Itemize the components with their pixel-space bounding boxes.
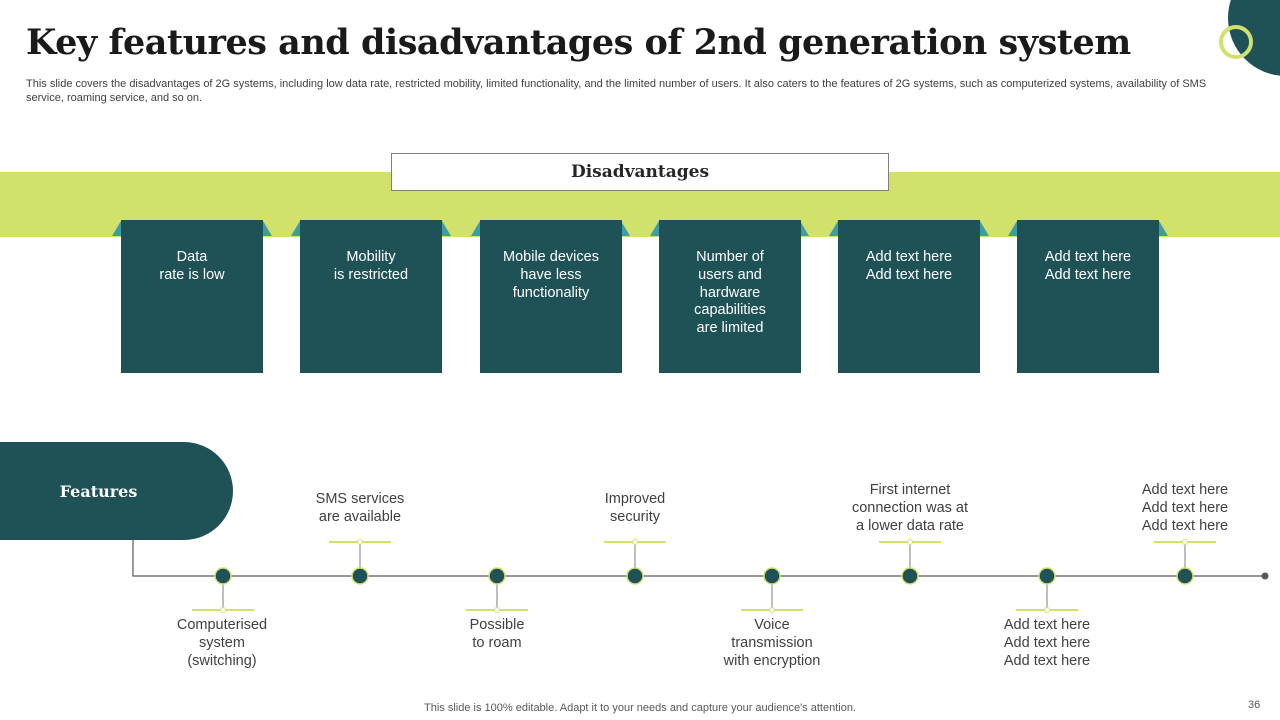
- disadvantage-box: Mobility is restricted: [300, 220, 442, 373]
- feature-label: Possible to roam: [469, 617, 525, 651]
- timeline-end-dot: [1261, 572, 1269, 580]
- timeline-node: [901, 567, 919, 585]
- box-fold: [829, 221, 838, 236]
- box-fold: [263, 221, 272, 236]
- disadvantage-box: Data rate is low: [121, 220, 263, 373]
- box-fold: [650, 221, 659, 236]
- timeline-node: [214, 567, 232, 585]
- page-title: Key features and disadvantages of 2nd ge…: [26, 22, 1131, 63]
- box-fold: [442, 221, 451, 236]
- disadvantage-box: Mobile devices have less functionality: [480, 220, 622, 373]
- timeline-tick-dot: [632, 539, 638, 545]
- box-fold: [980, 221, 989, 236]
- timeline-tick-dot: [1182, 539, 1188, 545]
- box-fold: [112, 221, 121, 236]
- timeline-node: [763, 567, 781, 585]
- box-fold: [621, 221, 630, 236]
- disadvantage-box: Add text here Add text here: [1017, 220, 1159, 373]
- timeline-node: [488, 567, 506, 585]
- timeline-tick-dot: [220, 607, 226, 613]
- timeline-tick-dot: [769, 607, 775, 613]
- box-fold: [1159, 221, 1168, 236]
- timeline-tick-dot: [357, 539, 363, 545]
- feature-label: Add text here Add text here Add text her…: [1141, 482, 1229, 534]
- box-fold: [471, 221, 480, 236]
- page-number: 36: [1248, 699, 1261, 711]
- feature-label: Computerised system (switching): [176, 617, 268, 669]
- disadvantages-header: Disadvantages: [391, 153, 889, 191]
- feature-label: Improved security: [604, 491, 666, 525]
- timeline-line: [132, 540, 1265, 577]
- page-subtitle: This slide covers the disadvantages of 2…: [26, 78, 1207, 104]
- feature-label: Voice transmission with encryption: [723, 617, 821, 669]
- timeline-tick-dot: [907, 539, 913, 545]
- box-fold: [1008, 221, 1017, 236]
- corner-decoration-ring: [1219, 25, 1253, 59]
- features-tab: Features: [0, 442, 233, 540]
- box-fold: [291, 221, 300, 236]
- disadvantage-box: Number of users and hardware capabilitie…: [659, 220, 801, 373]
- timeline-tick-dot: [1044, 607, 1050, 613]
- footer-note: This slide is 100% editable. Adapt it to…: [424, 702, 856, 714]
- feature-label: SMS services are available: [315, 491, 405, 525]
- timeline-node: [1038, 567, 1056, 585]
- feature-label: Add text here Add text here Add text her…: [1003, 617, 1091, 669]
- disadvantage-box: Add text here Add text here: [838, 220, 980, 373]
- box-fold: [800, 221, 809, 236]
- timeline-tick-dot: [494, 607, 500, 613]
- timeline-node: [351, 567, 369, 585]
- timeline-node: [1176, 567, 1194, 585]
- timeline-node: [626, 567, 644, 585]
- feature-label: First internet connection was at a lower…: [851, 482, 969, 534]
